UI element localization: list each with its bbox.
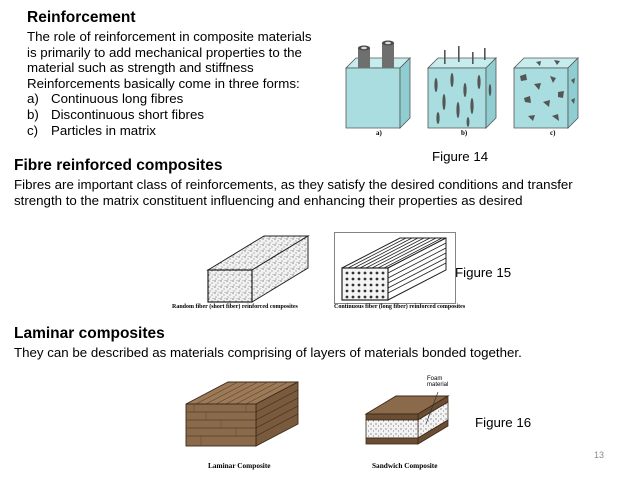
figure14-caption: Figure 14 <box>432 149 489 164</box>
figure16-caption: Figure 16 <box>475 415 532 430</box>
laminar-title: Laminar composites <box>14 325 165 342</box>
list-item-text: Discontinuous short fibres <box>51 106 204 122</box>
figure15-random-fibre-illustration <box>206 235 310 303</box>
figure16-right-label: Sandwich Composite <box>372 461 438 470</box>
list-item: b) Discontinuous short fibres <box>27 107 312 123</box>
laminar-line: They can be described as materials compr… <box>14 345 522 360</box>
figure16-laminar-illustration <box>185 381 299 447</box>
foam-label-line: Foam <box>427 376 443 382</box>
figure15-right-label: Continuous fiber (long fiber) reinforced… <box>334 304 466 310</box>
list-item-text: Particles in matrix <box>51 122 156 138</box>
figure15-caption: Figure 15 <box>455 265 512 280</box>
figure14-label-a: a) <box>376 129 382 137</box>
reinforcement-paragraph: The role of reinforcement in composite m… <box>27 29 312 138</box>
list-item: c) Particles in matrix <box>27 123 312 139</box>
figure15-continuous-fibre-illustration <box>334 232 456 304</box>
reinforcement-line: is primarily to add mechanical propertie… <box>27 44 302 60</box>
figure14-label-b: b) <box>461 129 468 137</box>
figure15-left-label: Random fiber (short fiber) reinforced co… <box>172 304 298 310</box>
reinforcement-list: a) Continuous long fibres b) Discontinuous… <box>27 91 312 138</box>
figure16-foam-label: Foam material <box>427 376 448 388</box>
figure16-left-label: Laminar Composite <box>208 461 271 470</box>
reinforcement-line: Reinforcements basically come in three f… <box>27 75 300 91</box>
fibre-line: strength to the matrix constituent influ… <box>14 192 523 208</box>
block-particles <box>513 57 579 129</box>
fibre-paragraph: Fibres are important class of reinforcem… <box>14 177 573 208</box>
foam-label-line: material <box>427 382 449 388</box>
reinforcement-line: material such as strength and stiffness <box>27 60 254 76</box>
figure16-sandwich-illustration <box>364 391 450 445</box>
list-item: a) Continuous long fibres <box>27 91 312 107</box>
fibre-line: Fibres are important class of reinforcem… <box>14 177 573 192</box>
fibre-title: Fibre reinforced composites <box>14 157 223 174</box>
figure14-illustration <box>345 40 579 129</box>
list-marker: b) <box>27 106 39 122</box>
list-item-text: Continuous long fibres <box>51 91 184 107</box>
block-short-fibres <box>427 46 497 129</box>
reinforcement-title: Reinforcement <box>27 9 136 26</box>
block-continuous-fibres <box>345 40 411 129</box>
list-marker: a) <box>27 91 39 107</box>
page-number: 13 <box>594 450 605 460</box>
reinforcement-line: The role of reinforcement in composite m… <box>27 29 312 44</box>
figure14-label-c: c) <box>550 129 556 137</box>
list-marker: c) <box>27 122 39 138</box>
